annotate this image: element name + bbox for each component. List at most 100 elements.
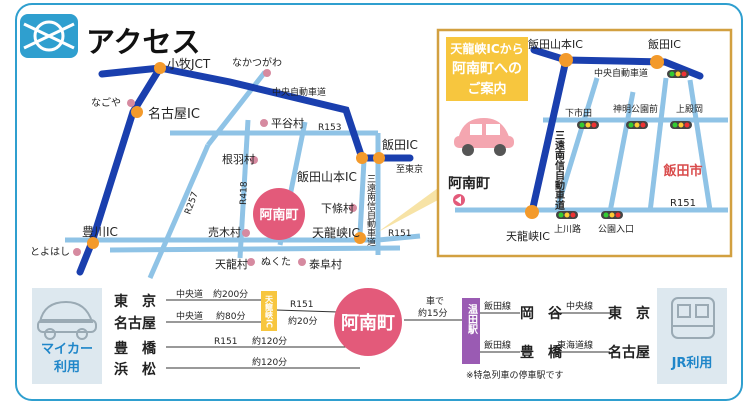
seg-t120b: 約120分	[252, 356, 287, 368]
achi-main-label: 阿南町	[259, 207, 298, 223]
inset-callout-box	[446, 37, 528, 101]
seg-t20: 約20分	[288, 315, 317, 327]
label-tenryukyo-ic: 天龍峡IC	[312, 225, 360, 240]
label-toyohashi: とよはし	[30, 246, 70, 258]
label-chuo-expy: 中央自動車道	[272, 86, 326, 98]
car-label-2: 利用	[54, 359, 80, 375]
station-nagoya: 名古屋	[608, 344, 650, 361]
label-toyokawa-ic: 豊川IC	[82, 225, 118, 239]
jr-iida-line-2: 飯田線	[484, 339, 511, 351]
inset-label-sanen: 三遠南信自動車道	[553, 130, 565, 211]
seg-chuo-2: 中央道	[176, 310, 203, 322]
inset-label-kamikawaji: 上川路	[554, 223, 581, 235]
label-iida-yamamoto: 飯田山本IC	[297, 169, 357, 184]
label-yasuoka: 泰阜村	[309, 257, 342, 271]
city-tokyo: 東 京	[114, 293, 156, 310]
inset-label-shimoichi: 下市田	[565, 107, 592, 119]
onsen-station-label: 温田駅	[466, 303, 479, 335]
iida-yamamoto-dot	[356, 152, 368, 164]
route-diagram: マイカー 利用 JR利用 東 京 名古屋 豊 橋 浜	[32, 288, 727, 384]
seg-t120a: 約120分	[252, 335, 287, 347]
label-nukuta: ぬくた	[261, 256, 291, 268]
inset-label-koen-iriguchi: 公園入口	[598, 224, 634, 235]
label-nagoya-ic: 名古屋IC	[148, 106, 200, 122]
label-to-tokyo: 至東京	[396, 163, 423, 175]
inset-pointer	[378, 188, 438, 232]
seg-t80: 約80分	[216, 310, 245, 322]
inset-expressways	[528, 46, 704, 216]
label-sanen: 三遠南信自動車道	[365, 174, 376, 247]
inset-roads	[455, 77, 728, 213]
jr-stations: 岡 谷 東 京 豊 橋 名古屋	[520, 305, 650, 361]
label-nakatsugawa: なかつがわ	[232, 56, 282, 69]
jr-chuo-line: 中央線	[566, 300, 593, 312]
jr-iida-line-1: 飯田線	[484, 300, 511, 312]
inset-labels: 飯田山本IC 飯田IC 中央自動車道 下市田 神明公園前 上殿岡 三遠南信自動車…	[448, 37, 703, 243]
car-icon	[454, 118, 514, 156]
seg-t200: 約200分	[213, 288, 248, 300]
tenryukyo-ic-box-label: 天龍峡IC	[264, 295, 274, 328]
callout-line-1: 天龍峡ICから	[450, 41, 523, 56]
iida-ic-dot	[373, 152, 385, 164]
inset-label-shinmei: 神明公園前	[613, 103, 658, 115]
label-r153: R153	[318, 123, 341, 133]
label-shimojo: 下條村	[321, 201, 354, 215]
jr-label: JR利用	[671, 355, 713, 371]
city-nagoya: 名古屋	[114, 315, 156, 332]
city-hamamatsu: 浜 松	[114, 361, 156, 378]
outer-frame	[15, 3, 743, 401]
label-r151: R151	[388, 229, 411, 239]
station-okaya: 岡 谷	[520, 306, 563, 322]
label-tenryu: 天龍村	[215, 257, 248, 271]
label-r418: R418	[239, 181, 250, 205]
callout-line-3: ご案内	[467, 81, 506, 97]
traffic-light-icons	[556, 70, 692, 219]
main-map: 阿南町 小牧JCT なかつがわ 中央自動車道 なごや 名古屋IC 平谷村 R15…	[30, 56, 438, 279]
car-15-line-1: 車で	[426, 295, 444, 307]
inset-label-kamidono: 上殿岡	[676, 104, 703, 115]
achi-main-marker	[253, 188, 305, 240]
callout-line-2: 阿南町への	[452, 60, 522, 77]
label-nagoya: なごや	[91, 96, 121, 109]
label-iida-ic: 飯田IC	[382, 137, 418, 152]
car-label-1: マイカー	[41, 342, 93, 357]
komaki-jct-dot	[154, 62, 166, 74]
inset-label-iida-ic: 飯田IC	[648, 37, 681, 51]
inset-label-iida-yamamoto: 飯田山本IC	[528, 37, 583, 51]
tenryukyo-ic-box	[261, 291, 277, 331]
onsen-station-box	[462, 298, 480, 364]
local-roads	[65, 70, 421, 279]
achi-route-label: 阿南町	[341, 312, 395, 334]
route-times: 中央道 約200分 中央道 約80分 R151 約20分 R151 約120分 …	[176, 288, 317, 368]
car-panel	[32, 288, 102, 384]
car-outline-icon	[37, 300, 97, 340]
left-arrow-icon	[453, 194, 465, 206]
expressways	[76, 64, 414, 276]
jr-line-names: 飯田線 中央線 飯田線 東海道線	[484, 300, 593, 351]
toyokawa-ic-dot	[87, 237, 99, 249]
jr-tokaido-line: 東海道線	[557, 339, 593, 351]
origin-cities: 東 京 名古屋 豊 橋 浜 松	[114, 293, 157, 378]
seg-chuo-1: 中央道	[176, 288, 203, 300]
express-note: ※特急列車の停車駅です	[466, 369, 564, 381]
page-title: アクセス	[86, 25, 201, 59]
crossroads-icon	[20, 14, 78, 58]
inset-label-tenryukyo-ic: 天龍峡IC	[506, 229, 550, 243]
main-map-labels: 小牧JCT なかつがわ 中央自動車道 なごや 名古屋IC 平谷村 R153 飯田…	[30, 56, 423, 271]
inset-label-r151: R151	[670, 198, 696, 209]
train-outline-icon	[671, 297, 715, 339]
jr-panel	[657, 288, 727, 384]
inset-map: 天龍峡ICから 阿南町への ご案内 飯田山本IC 飯田IC 中央自動車道 下市田…	[436, 28, 733, 258]
inset-ic-dots	[525, 53, 664, 219]
city-toyohashi: 豊 橋	[114, 340, 157, 357]
label-hiraya: 平谷村	[271, 116, 304, 130]
label-urugi: 売木村	[208, 225, 241, 239]
station-toyohashi: 豊 橋	[520, 344, 563, 361]
route-lines	[166, 299, 610, 369]
seg-r151-b: R151	[214, 337, 237, 347]
place-dots	[73, 69, 357, 266]
sanen-road	[357, 159, 367, 236]
seg-r151-a: R151	[290, 300, 313, 310]
